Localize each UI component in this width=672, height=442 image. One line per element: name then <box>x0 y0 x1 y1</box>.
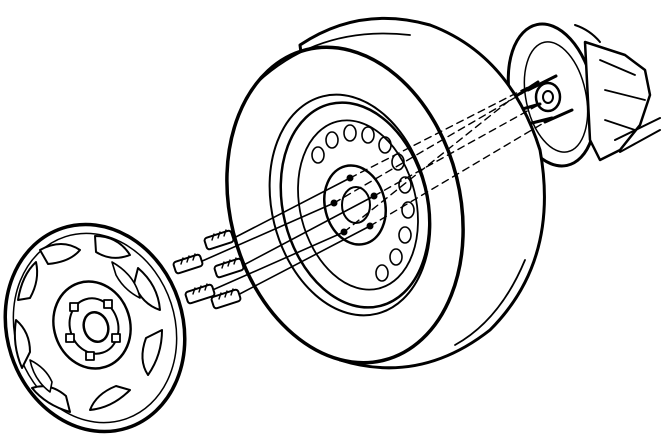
wheel-rim <box>279 101 431 309</box>
lug-nut-4 <box>184 283 216 305</box>
lug-nut-5 <box>210 288 242 310</box>
lug-nut-2 <box>172 253 204 275</box>
rim-vent-holes <box>311 124 415 282</box>
wheel-cover-vents <box>13 235 163 413</box>
lug-nut-1 <box>203 229 235 251</box>
lug-nut-3 <box>213 257 245 279</box>
lug-nuts <box>172 229 245 310</box>
lug-nut-alignment-lines <box>199 177 375 299</box>
wheel-cover <box>3 222 187 434</box>
wheel-studs <box>333 81 553 233</box>
